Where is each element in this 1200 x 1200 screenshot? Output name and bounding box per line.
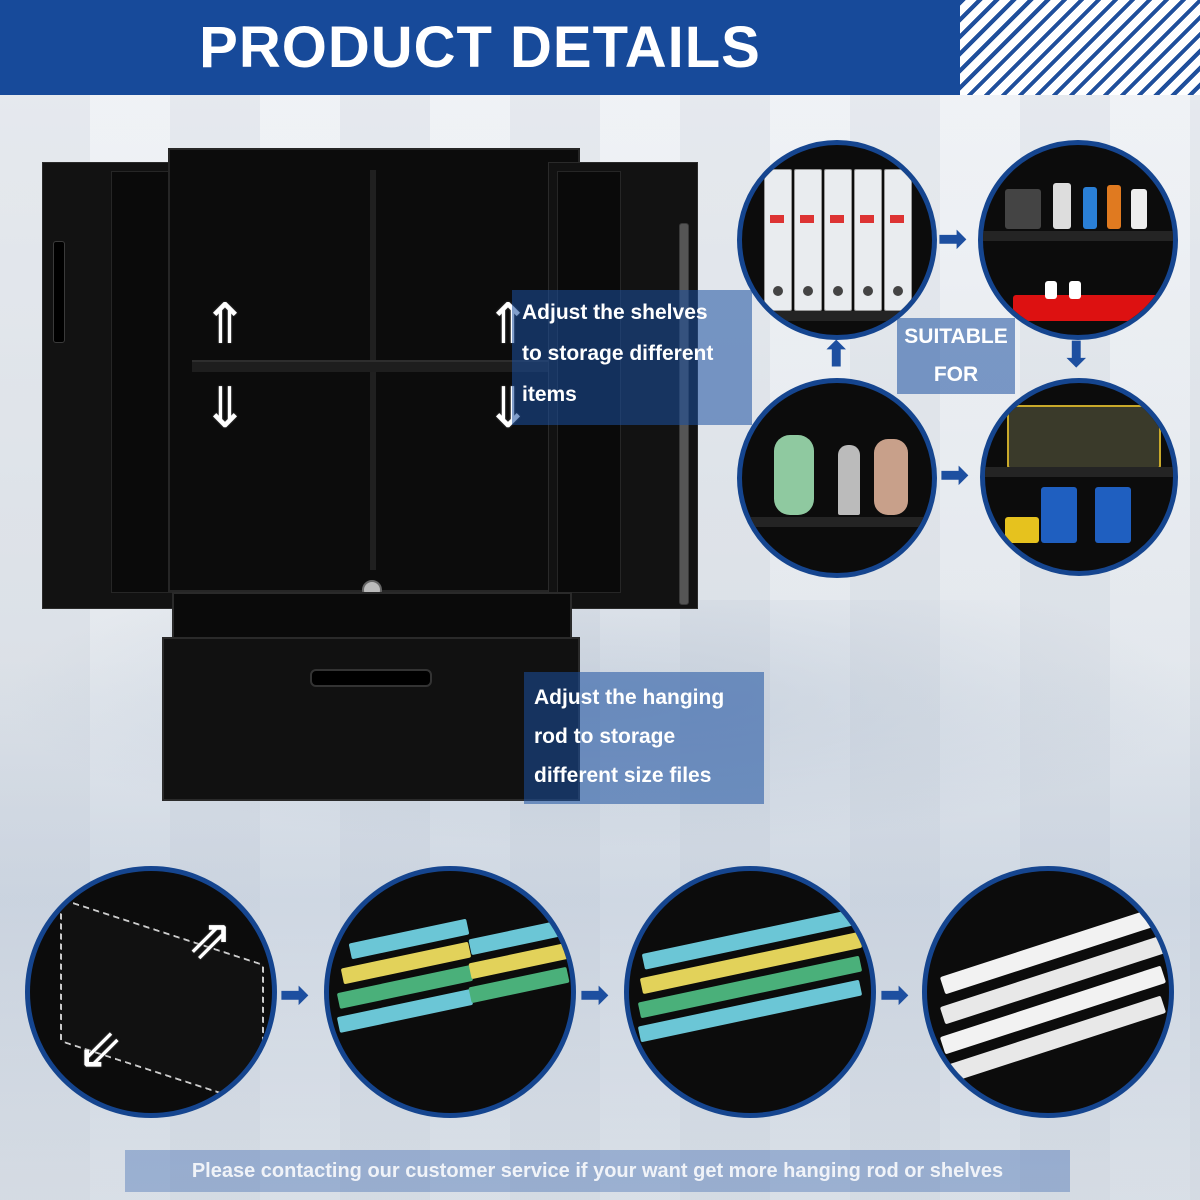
files-circle-1	[324, 866, 576, 1118]
circle-shelf	[742, 517, 932, 527]
flow-arrow-icon: ➡	[880, 976, 909, 1014]
binders-circle	[737, 140, 937, 340]
suitable-for-label: SUITABLE FOR	[897, 318, 1015, 394]
shelf	[192, 360, 554, 372]
footer-note: Please contacting our customer service i…	[125, 1150, 1070, 1192]
callout-line: items	[522, 383, 577, 406]
item	[1083, 187, 1097, 229]
left-door-handle	[53, 241, 65, 343]
down-arrow-icon: ⇓	[201, 376, 249, 439]
rod-callout: Adjust the hanging rod to storage differ…	[524, 672, 764, 804]
toolbox-circle	[980, 378, 1178, 576]
item	[1107, 185, 1121, 229]
callout-line: rod to storage	[534, 725, 676, 748]
item	[1053, 183, 1071, 229]
file-drawer	[162, 637, 580, 801]
flow-arrow-icon: ➡	[580, 976, 609, 1014]
drawer-handle	[310, 669, 432, 687]
suitable-line: SUITABLE	[904, 325, 1008, 348]
drawer-top	[172, 592, 572, 641]
down-arrow-icon: ⇙	[76, 1017, 124, 1080]
labeled-files-circle	[922, 866, 1174, 1118]
item	[1095, 487, 1131, 543]
circle-shelf	[985, 467, 1173, 477]
up-arrow-icon: ⇑	[201, 292, 249, 355]
tools-circle	[978, 140, 1178, 340]
item	[1041, 487, 1077, 543]
item	[838, 445, 860, 515]
item	[874, 439, 908, 515]
left-door-panel	[111, 171, 173, 593]
item	[1131, 189, 1147, 229]
item	[1007, 405, 1161, 469]
item	[1005, 189, 1041, 229]
suitable-line: FOR	[933, 363, 979, 386]
shelves-callout: Adjust the shelves to storage different …	[512, 290, 752, 425]
binder	[884, 169, 912, 311]
binder	[824, 169, 852, 311]
callout-line: Adjust the shelves	[522, 301, 708, 324]
flow-arrow-icon: ➡	[280, 976, 309, 1014]
flow-arrow-icon: ⬆	[822, 336, 851, 374]
flow-arrow-icon: ➡	[938, 220, 967, 258]
item	[1013, 295, 1163, 321]
binder	[854, 169, 882, 311]
decor-circle	[737, 378, 937, 578]
item	[1069, 281, 1081, 299]
files-circle-2	[624, 866, 876, 1118]
callout-line: to storage different	[522, 342, 714, 365]
left-door	[42, 162, 184, 609]
item	[774, 435, 814, 515]
callout-line: different size files	[534, 764, 712, 787]
page-title: PRODUCT DETAILS	[199, 15, 761, 80]
callout-line: Adjust the hanging	[534, 686, 725, 709]
item	[1005, 517, 1039, 543]
circle-shelf	[983, 231, 1173, 241]
header-banner	[0, 0, 960, 95]
binder	[764, 169, 792, 311]
binder	[794, 169, 822, 311]
flow-arrow-icon: ➡	[940, 456, 969, 494]
circle-shelf	[742, 311, 932, 321]
up-arrow-icon: ⇗	[186, 907, 234, 970]
flow-arrow-icon: ⬇	[1062, 336, 1091, 374]
rod-circle: ⇗ ⇙	[25, 866, 277, 1118]
header-stripes	[960, 0, 1200, 95]
item	[1045, 281, 1057, 299]
